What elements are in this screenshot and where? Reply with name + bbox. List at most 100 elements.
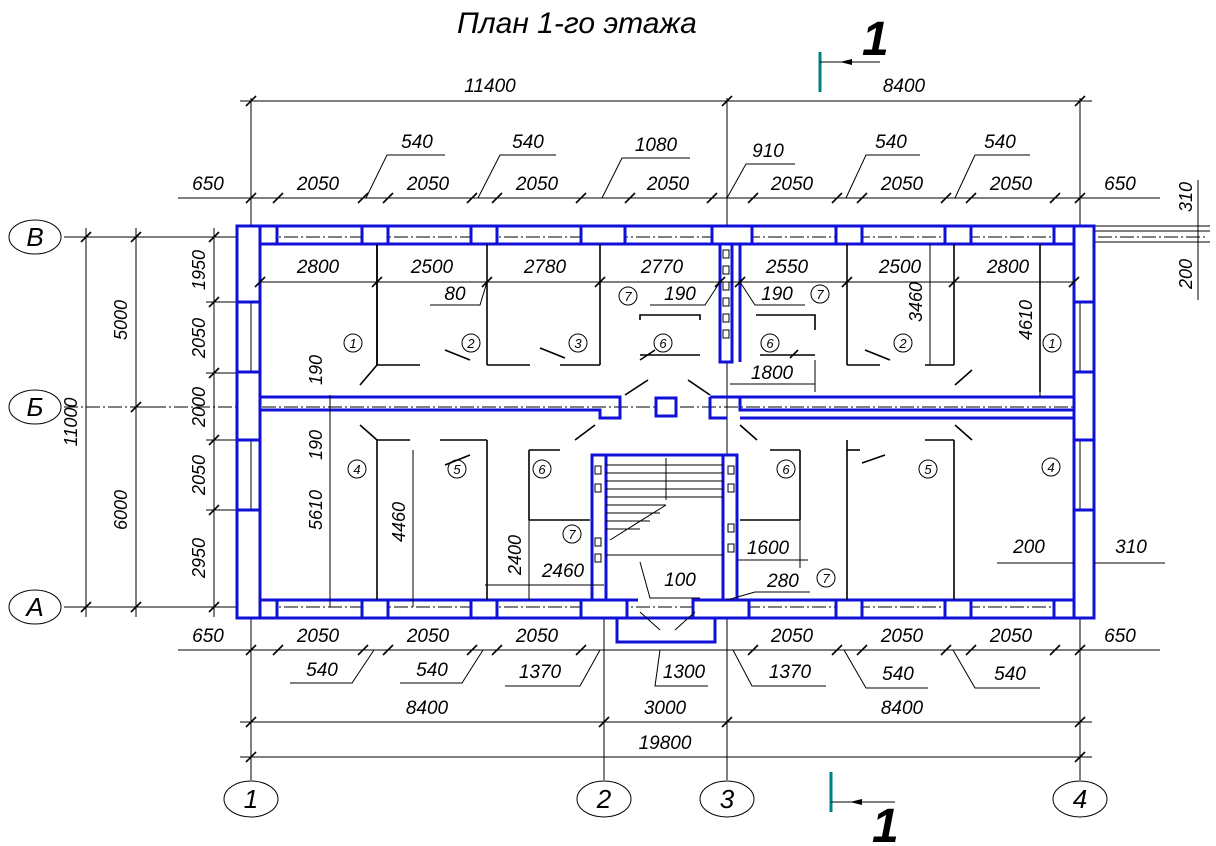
svg-text:2500: 2500	[878, 257, 922, 278]
svg-text:2050: 2050	[189, 318, 209, 359]
dimension-right-side: 310 200	[1095, 180, 1210, 300]
svg-text:190: 190	[664, 284, 696, 305]
section-mark-bottom: 1	[829, 772, 899, 846]
dimension-interior-misc: 80 190 190 1800 1600 2460 2400 100 280 2…	[430, 281, 1165, 601]
svg-text:310: 310	[1176, 182, 1196, 212]
svg-text:8400: 8400	[406, 698, 449, 719]
section-mark-top-label: 1	[862, 13, 889, 66]
svg-text:6: 6	[782, 462, 790, 477]
svg-text:В: В	[26, 222, 43, 252]
svg-text:5000: 5000	[111, 300, 131, 340]
svg-text:2050: 2050	[189, 455, 209, 496]
svg-text:2000: 2000	[189, 387, 209, 428]
svg-text:2: 2	[596, 784, 612, 814]
svg-text:7: 7	[568, 527, 576, 542]
svg-text:1370: 1370	[769, 662, 812, 683]
svg-text:540: 540	[512, 132, 544, 153]
svg-text:3: 3	[720, 784, 735, 814]
svg-text:650: 650	[1104, 626, 1136, 647]
dimension-top-row: 650 2050 2050 2050 2050 2050 2050 2050 6…	[178, 174, 1160, 204]
dimension-bottom-total: 19800	[240, 733, 1092, 763]
svg-text:2050: 2050	[646, 174, 690, 195]
svg-text:540: 540	[984, 132, 1016, 153]
svg-text:1300: 1300	[663, 662, 706, 683]
dimension-interior-top: 2800 2500 2780 2770 2550 2500 2800	[254, 257, 1080, 288]
room-numbers-top: 1 2 3 7 6 6 7 2 1	[343, 284, 1062, 353]
svg-text:540: 540	[994, 664, 1026, 685]
axis-bubble-3: 3	[699, 780, 755, 818]
svg-text:7: 7	[822, 571, 830, 586]
svg-text:2050: 2050	[770, 174, 814, 195]
exterior-walls	[235, 224, 1096, 644]
room-number: 7	[816, 568, 836, 588]
svg-text:2: 2	[898, 336, 907, 351]
room-number: 4	[1041, 457, 1061, 477]
svg-text:4610: 4610	[1016, 300, 1036, 340]
svg-text:19800: 19800	[639, 733, 692, 754]
svg-text:1600: 1600	[747, 538, 790, 559]
svg-text:2050: 2050	[770, 626, 814, 647]
svg-text:2550: 2550	[765, 257, 809, 278]
svg-text:4460: 4460	[389, 502, 409, 542]
svg-text:1800: 1800	[751, 363, 794, 384]
svg-text:2050: 2050	[989, 174, 1033, 195]
svg-text:11400: 11400	[464, 76, 516, 97]
svg-text:2770: 2770	[640, 257, 684, 278]
room-number: 5	[447, 459, 467, 479]
room-number: 2	[893, 333, 913, 353]
room-number: 6	[532, 459, 552, 479]
svg-text:2050: 2050	[296, 174, 340, 195]
svg-text:8400: 8400	[883, 76, 926, 97]
room-number: 5	[918, 459, 938, 479]
svg-text:540: 540	[875, 132, 907, 153]
svg-text:7: 7	[816, 287, 824, 302]
svg-text:2460: 2460	[541, 561, 585, 582]
svg-text:11000: 11000	[61, 398, 81, 447]
room-number: 1	[1042, 333, 1062, 353]
svg-text:А: А	[24, 592, 43, 622]
svg-text:650: 650	[1104, 174, 1136, 195]
svg-text:6: 6	[659, 336, 667, 351]
dimension-bottom-openings: 540 540 1370 1300 1370 540 540	[290, 649, 1040, 689]
axis-bubble-4: 4	[1052, 780, 1108, 818]
svg-text:190: 190	[761, 284, 793, 305]
svg-text:3000: 3000	[644, 698, 687, 719]
svg-text:1: 1	[349, 336, 356, 351]
svg-text:1: 1	[1048, 336, 1055, 351]
svg-text:200: 200	[1176, 259, 1196, 290]
axis-bubble-2: 2	[576, 780, 632, 818]
ventilation-ducts	[594, 249, 735, 563]
svg-text:190: 190	[306, 355, 326, 385]
room-number: 3	[568, 333, 588, 353]
room-number: 6	[760, 333, 780, 353]
svg-text:540: 540	[306, 660, 338, 681]
room-number: 4	[347, 459, 367, 479]
svg-text:540: 540	[416, 660, 448, 681]
svg-text:2400: 2400	[505, 535, 525, 576]
svg-text:8400: 8400	[881, 698, 924, 719]
svg-text:650: 650	[192, 626, 224, 647]
svg-text:2780: 2780	[523, 257, 567, 278]
svg-text:2050: 2050	[406, 174, 450, 195]
svg-text:1370: 1370	[519, 662, 562, 683]
room-number: 6	[653, 333, 673, 353]
svg-text:2: 2	[466, 336, 475, 351]
axis-bubble-v: В	[8, 219, 62, 255]
dimension-left-chains: 11000 5000 6000 1950 2050 2000 2050 2950	[61, 228, 240, 617]
dimension-bottom-row: 650 2050 2050 2050 2050 2050 2050 650	[178, 626, 1160, 656]
room-number: 7	[810, 284, 830, 304]
svg-text:6: 6	[766, 336, 774, 351]
svg-text:2050: 2050	[515, 174, 559, 195]
svg-text:2500: 2500	[410, 257, 454, 278]
dimension-top-openings: 540 540 1080 910 540 540	[365, 132, 1030, 199]
svg-text:2050: 2050	[296, 626, 340, 647]
svg-text:100: 100	[664, 570, 696, 591]
svg-text:1: 1	[244, 784, 258, 814]
axis-bubble-a: А	[8, 589, 62, 625]
dimension-bottom-overall: 8400 3000 8400	[240, 698, 1092, 728]
svg-text:6000: 6000	[111, 490, 131, 530]
svg-text:910: 910	[752, 141, 784, 162]
svg-text:650: 650	[192, 174, 224, 195]
svg-text:2800: 2800	[296, 257, 340, 278]
